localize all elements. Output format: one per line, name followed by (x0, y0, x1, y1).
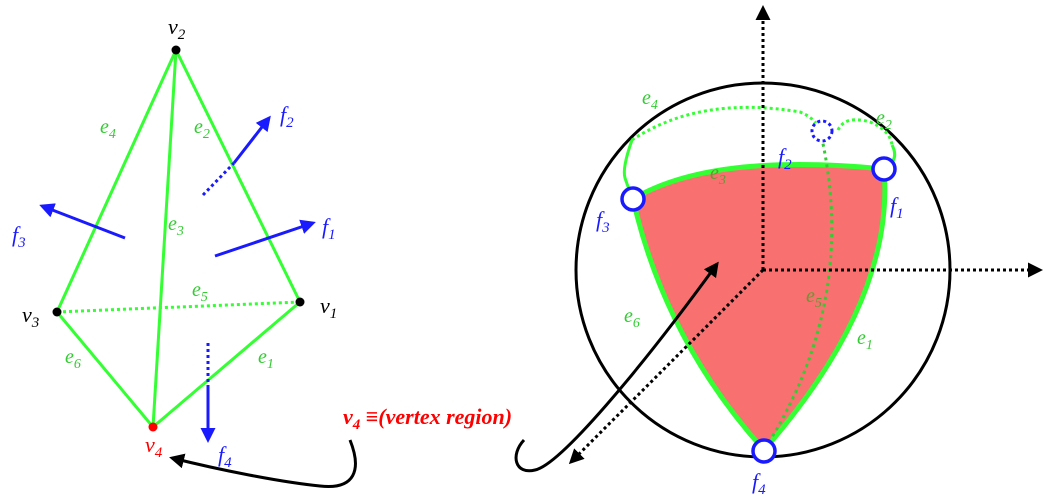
edge-e6 (55, 311, 155, 428)
tetrahedron: v2 v1 v3 v4 e4 e2 e3 e5 e6 e1 f1 f2 f3 f… (12, 14, 337, 471)
vertex-v1-dot (295, 297, 305, 307)
normal-f1-label: f1 (322, 214, 336, 243)
vertex-region-f (630, 162, 888, 454)
edge-e2 (174, 49, 302, 303)
arc-e5-label: e5 (806, 285, 822, 311)
arc-e4-hidden (631, 105, 822, 142)
normal-f3-label: f3 (12, 222, 26, 251)
normal-f2-label: f2 (280, 102, 294, 131)
vertex-v3-label: v3 (22, 302, 39, 331)
arc-e3-label: e3 (710, 162, 726, 188)
normal-f2-dotted (201, 161, 236, 197)
face-point-f2-hidden (810, 119, 834, 143)
edge-e1-label: e1 (258, 346, 274, 372)
normal-f2-arrow (232, 115, 271, 164)
edge-e5-hidden (56, 300, 301, 314)
normal-f3-arrow (39, 203, 126, 240)
face-point-f3 (620, 186, 646, 212)
edge-e1 (152, 300, 301, 429)
vertex-v2-dot (171, 45, 181, 55)
arc-e5-hidden (762, 129, 834, 451)
vertex-v4-label: v4 (145, 432, 163, 461)
face-point-f1 (871, 156, 897, 182)
arc-e4-label: e4 (642, 87, 658, 113)
face-point-f3-label: f3 (596, 207, 610, 236)
vertex-v1-label: v1 (320, 293, 337, 322)
arc-e1-label: e1 (857, 327, 873, 353)
edge-e5-label: e5 (192, 279, 208, 305)
face-point-f1-label: f1 (890, 193, 904, 222)
edge-e3-label: e3 (168, 213, 184, 239)
vertex-region-annotation: v4 ≡(vertex region) (169, 404, 512, 488)
normal-f1-arrow (214, 219, 316, 258)
edge-e4-label: e4 (100, 116, 116, 142)
normal-f4-label: f4 (218, 442, 232, 471)
arc-e2-label: e2 (876, 107, 892, 133)
edge-e3 (151, 49, 178, 428)
vertex-v3-dot (52, 307, 62, 317)
vertex-v4-dot (148, 422, 158, 432)
arc-e2-hidden (836, 118, 894, 146)
annotation-arrow (169, 439, 357, 488)
edge-e6-label: e6 (65, 346, 81, 372)
face-point-f2-label: f2 (778, 144, 792, 173)
gauss-sphere: f1 f2 f3 f4 e4 e2 e3 e5 e6 e1 (514, 5, 1043, 497)
vertex-v2-label: v2 (168, 14, 186, 43)
edge-e2-label: e2 (194, 116, 210, 142)
face-point-f4 (751, 438, 777, 464)
edge-e4 (55, 49, 178, 313)
face-point-f4-label: f4 (752, 469, 766, 497)
arc-e6-label: e6 (624, 305, 640, 331)
annotation-text: v4 ≡(vertex region) (343, 404, 512, 433)
region-pointer-arrow (514, 261, 719, 473)
